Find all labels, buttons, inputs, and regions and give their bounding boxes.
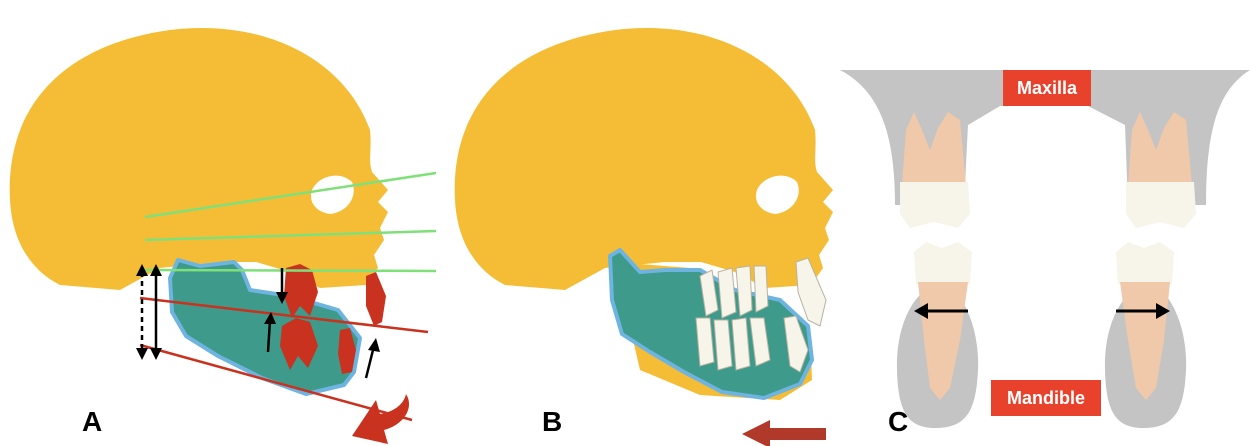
incisor-eruption-arrowhead — [368, 338, 380, 352]
panel-a — [10, 28, 436, 444]
lower-molar-left-crown — [914, 242, 972, 284]
panel-label-c: C — [888, 408, 908, 436]
panel-b — [455, 28, 833, 446]
maxilla-label: Maxilla — [1003, 70, 1091, 106]
upper-tooth-4 — [754, 266, 768, 312]
upper-incisor-a — [366, 272, 386, 326]
skull-silhouette-a — [10, 28, 388, 290]
mandible-label: Mandible — [991, 380, 1101, 416]
lower-molar-right-crown — [1116, 242, 1174, 284]
panel-label-b: B — [542, 408, 562, 436]
upper-molar-left-crown — [900, 182, 970, 228]
rotation-arrow-icon — [352, 394, 409, 444]
forward-growth-arrow-icon — [742, 420, 826, 446]
panel-c — [840, 70, 1250, 428]
upper-molar-right-crown — [1126, 182, 1196, 228]
skull-silhouette-b — [455, 28, 833, 290]
green-plane-3 — [145, 270, 436, 271]
panel-label-a: A — [82, 408, 102, 436]
